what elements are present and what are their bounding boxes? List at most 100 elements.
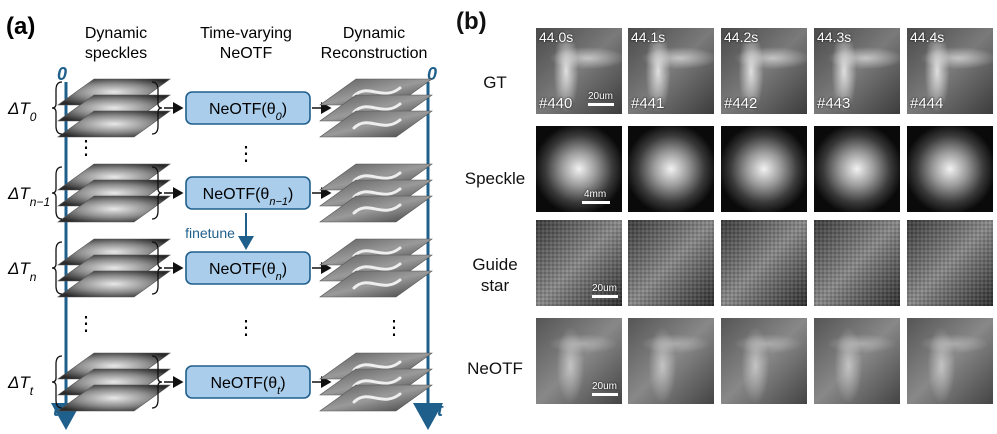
ellipsis-speckles-2: ⋮ xyxy=(76,313,96,335)
neotf-module-label-3: NeOTF(θt) xyxy=(210,375,285,397)
row-label-neotf: NeOTF xyxy=(467,359,523,378)
brace-right-1 xyxy=(151,166,163,220)
tile-2-0: 20um xyxy=(536,220,622,306)
scale-label: 20um xyxy=(592,381,618,392)
panel-a-diagram: (a) Dynamic speckles Time-varying NeOTF … xyxy=(6,13,444,430)
time-axis-left-end: t xyxy=(53,400,60,420)
speckle-layer-2-2 xyxy=(57,270,171,298)
scale-label: 20um xyxy=(588,91,614,102)
row-label-speckle: Speckle xyxy=(464,169,526,188)
interval-row-1: ΔTn−1 NeOTF(θn−1) xyxy=(7,163,433,223)
tile-1-4 xyxy=(907,126,993,212)
recon-layer-2-0-feature xyxy=(352,246,402,258)
header-neotf-line2: NeOTF xyxy=(220,45,273,62)
recon-layer-0-0-feature xyxy=(352,86,402,98)
speckle-layer-1-2 xyxy=(57,195,171,223)
brace-right-3 xyxy=(151,355,163,409)
brace-left-1 xyxy=(51,166,63,220)
time-label: 44.2s xyxy=(724,29,759,45)
scale-label-mm: 4mm xyxy=(584,189,607,200)
tile-3-4 xyxy=(907,318,993,404)
tile-2-2 xyxy=(721,220,807,306)
header-neotf-line1: Time-varying xyxy=(200,25,292,42)
brace-right-2 xyxy=(151,241,163,295)
row-label-gt: GT xyxy=(483,73,507,92)
neotf-module-box-0 xyxy=(185,91,311,125)
tile-1-3 xyxy=(814,126,900,212)
speckle-layer-3-2 xyxy=(57,384,171,412)
time-label: 44.0s xyxy=(539,29,574,45)
recon-layer-0-2-feature xyxy=(352,118,402,130)
tile-3-3 xyxy=(814,318,900,404)
scale-bar xyxy=(592,295,618,298)
tile-2-1 xyxy=(628,220,714,306)
tile-1-2 xyxy=(721,126,807,212)
recon-layer-2-1-feature xyxy=(352,262,402,274)
neotf-module-box-1 xyxy=(185,176,311,210)
speckle-layer-0-2 xyxy=(57,110,171,138)
scale-label: 20um xyxy=(592,283,618,294)
neotf-module-label-2: NeOTF(θn) xyxy=(209,261,287,283)
tile-0-4: 44.4s#444 xyxy=(907,28,993,114)
time-label: 44.1s xyxy=(631,29,666,45)
frame-label: #440 xyxy=(539,95,573,112)
recon-layer-0-2 xyxy=(319,110,433,138)
delta-t-label-2: ΔTn xyxy=(7,259,37,284)
tile-2-3 xyxy=(814,220,900,306)
interval-row-2: ΔTn NeOTF(θn) xyxy=(7,238,433,298)
neotf-module-box-3 xyxy=(185,365,311,399)
time-axis-right-end: t xyxy=(437,400,444,420)
panel-a-label: (a) xyxy=(6,13,35,40)
ellipsis-speckles-1: ⋮ xyxy=(76,137,96,159)
tile-1-0: 4mm xyxy=(536,126,622,212)
neotf-module-box-2 xyxy=(185,251,311,285)
brace-left-0 xyxy=(51,81,63,135)
tile-1-1 xyxy=(628,126,714,212)
frame-label: #443 xyxy=(817,95,851,112)
row-label-guide-star: Guide star xyxy=(450,254,540,296)
recon-layer-1-2-feature xyxy=(352,203,402,215)
frame-label: #444 xyxy=(910,95,944,112)
tile-0-2: 44.2s#442 xyxy=(721,28,807,114)
recon-layer-3-2-feature xyxy=(352,392,402,404)
recon-layer-0-1-feature xyxy=(352,102,402,114)
recon-layer-1-1-feature xyxy=(352,187,402,199)
tile-3-2 xyxy=(721,318,807,404)
interval-row-3: ΔTt NeOTF(θt) xyxy=(7,352,433,412)
scale-bar xyxy=(592,393,618,396)
delta-t-label-1: ΔTn−1 xyxy=(7,184,50,209)
recon-layer-2-2-feature xyxy=(352,278,402,290)
tile-3-0: 20um xyxy=(536,318,622,404)
header-speckles-line1: Dynamic xyxy=(85,25,147,42)
header-speckles-line2: speckles xyxy=(85,45,147,62)
delta-t-label-3: ΔTt xyxy=(7,373,34,398)
finetune-label: finetune xyxy=(185,225,235,241)
tile-3-1 xyxy=(628,318,714,404)
ellipsis-module-1: ⋮ xyxy=(236,143,256,165)
scale-bar-mm xyxy=(582,201,610,204)
header-recon-line1: Dynamic xyxy=(343,25,405,42)
recon-layer-3-0-feature xyxy=(352,360,402,372)
scale-bar xyxy=(588,103,614,106)
frame-label: #441 xyxy=(631,95,665,112)
recon-layer-2-2 xyxy=(319,270,433,298)
header-recon-line2: Reconstruction xyxy=(321,45,428,62)
neotf-module-label-1: NeOTF(θn−1) xyxy=(203,186,294,208)
recon-layer-3-1-feature xyxy=(352,376,402,388)
tile-2-4 xyxy=(907,220,993,306)
tile-0-3: 44.3s#443 xyxy=(814,28,900,114)
ellipsis-module-2: ⋮ xyxy=(236,317,256,339)
recon-layer-1-0-feature xyxy=(352,171,402,183)
recon-layer-1-2 xyxy=(319,195,433,223)
neotf-module-label-0: NeOTF(θ0) xyxy=(209,101,287,123)
row-label-guide-star-text: Guide star xyxy=(472,255,518,295)
tile-0-0: 44.0s #440 20um xyxy=(536,28,622,114)
brace-left-3 xyxy=(51,355,63,409)
brace-left-2 xyxy=(51,241,63,295)
panel-b-label: (b) xyxy=(456,8,487,35)
time-axis-right-start: 0 xyxy=(427,64,437,84)
brace-right-0 xyxy=(151,81,163,135)
ellipsis-recon-2: ⋮ xyxy=(384,317,404,339)
